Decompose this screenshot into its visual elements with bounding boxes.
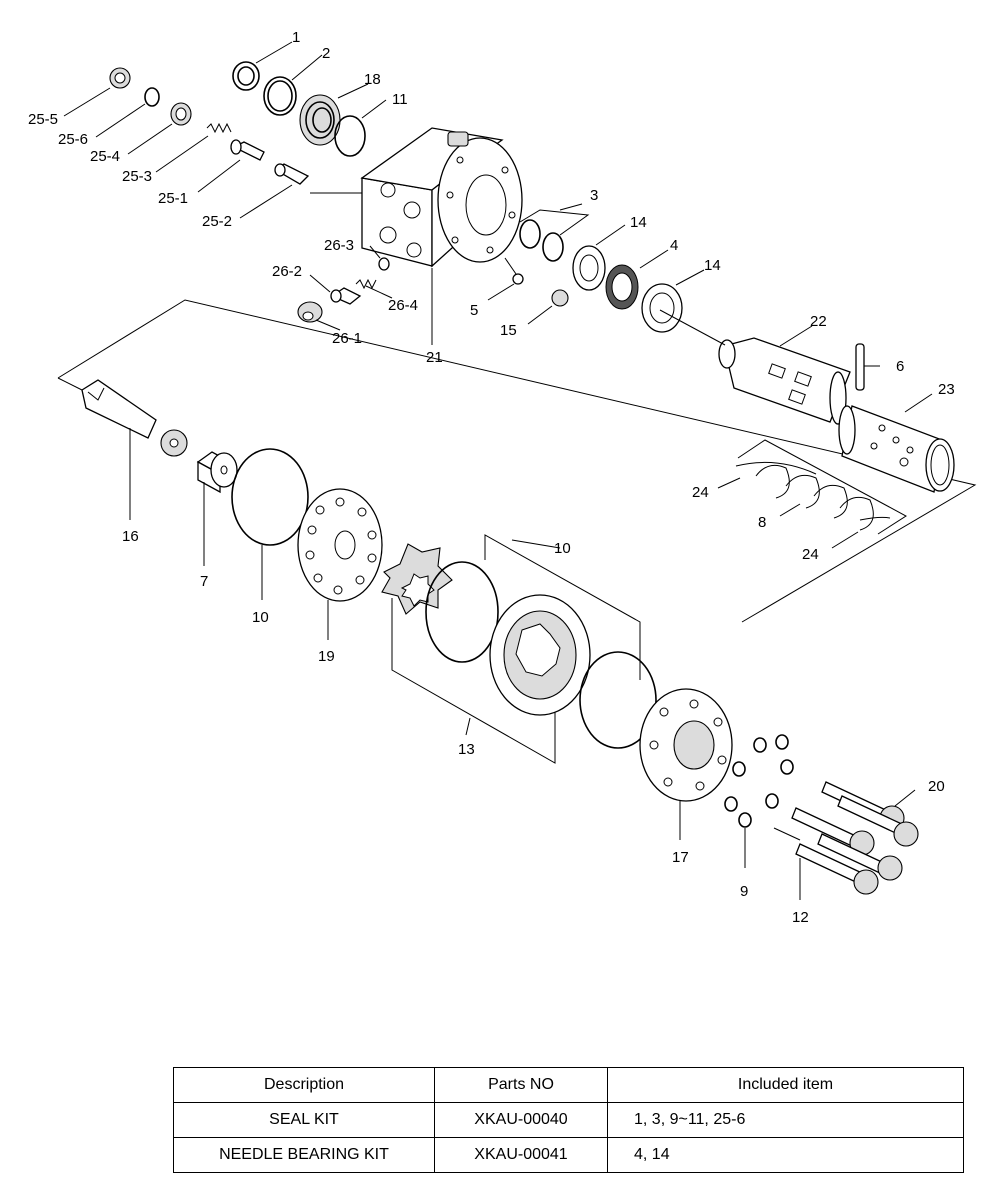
part-26-4-spring <box>355 278 377 290</box>
part-26-3-pin <box>378 257 390 271</box>
callout-26-1: 26-1 <box>332 330 362 347</box>
part-20-bolts <box>791 781 919 895</box>
part-15-plug <box>551 289 569 307</box>
callout-5: 5 <box>470 302 478 319</box>
part-22-spool <box>659 309 851 425</box>
part-8-24-centering-springs <box>735 439 907 535</box>
part-23-sleeve <box>838 405 955 493</box>
part-1-ring <box>232 61 260 91</box>
callout-25-3: 25-3 <box>122 168 152 185</box>
cell-included-item: 4, 14 <box>607 1137 964 1173</box>
part-11-oring <box>334 115 366 157</box>
callout-25-2: 25-2 <box>202 213 232 230</box>
part-14-washer-a <box>572 245 606 291</box>
table-row: NEEDLE BEARING KIT XKAU-00041 4, 14 <box>173 1137 964 1173</box>
part-13-gerotor-set <box>381 534 641 764</box>
cell-parts-no: XKAU-00041 <box>434 1137 608 1173</box>
table-header-row: Description Parts NO Included item <box>173 1067 964 1103</box>
callout-22: 22 <box>810 313 827 330</box>
callout-1: 1 <box>292 29 300 46</box>
callout-10-a: 10 <box>252 609 269 626</box>
part-25-1-poppet <box>230 139 265 161</box>
part-21-housing <box>360 127 523 345</box>
callout-6: 6 <box>896 358 904 375</box>
callout-16: 16 <box>122 528 139 545</box>
part-9-washers <box>724 734 794 868</box>
cell-description: SEAL KIT <box>173 1102 435 1138</box>
callout-25-6: 25-6 <box>58 131 88 148</box>
part-17-end-cap <box>639 688 733 840</box>
callout-26-2: 26-2 <box>272 263 302 280</box>
cell-included-item: 1, 3, 9~11, 25-6 <box>607 1102 964 1138</box>
callout-12: 12 <box>792 909 809 926</box>
part-25-4-nut <box>170 102 192 126</box>
header-included-item: Included item <box>607 1067 964 1103</box>
cell-description: NEEDLE BEARING KIT <box>173 1137 435 1173</box>
callout-25-5: 25-5 <box>28 111 58 128</box>
callout-20: 20 <box>928 778 945 795</box>
callout-25-1: 25-1 <box>158 190 188 207</box>
part-18-seal <box>299 94 341 146</box>
callout-10-b: 10 <box>554 540 571 557</box>
part-12-pins <box>773 827 801 900</box>
callout-19: 19 <box>318 648 335 665</box>
part-19-plate <box>297 488 383 640</box>
cell-parts-no: XKAU-00040 <box>434 1102 608 1138</box>
callout-26-4: 26-4 <box>388 297 418 314</box>
part-6-pin <box>855 343 880 391</box>
exploded-parts-diagram: 1 2 18 11 25-5 25-6 25-4 25-3 25-1 25-2 … <box>28 29 977 926</box>
part-10-oring-right <box>579 651 657 749</box>
callout-17: 17 <box>672 849 689 866</box>
header-description: Description <box>173 1067 435 1103</box>
part-25-3-spring <box>206 122 232 134</box>
callout-8: 8 <box>758 514 766 531</box>
callout-2: 2 <box>322 45 330 62</box>
header-parts-no: Parts NO <box>434 1067 608 1103</box>
part-7-spacer <box>196 451 238 566</box>
callout-9: 9 <box>740 883 748 900</box>
callout-14-a: 14 <box>630 214 647 231</box>
table-row: SEAL KIT XKAU-00040 1, 3, 9~11, 25-6 <box>173 1102 964 1138</box>
part-5-ball <box>504 257 524 285</box>
callout-14-b: 14 <box>704 257 721 274</box>
part-26-1-plug <box>297 301 323 323</box>
callout-3: 3 <box>590 187 598 204</box>
callout-7: 7 <box>200 573 208 590</box>
callout-4: 4 <box>670 237 678 254</box>
parts-kit-table: Description Parts NO Included item SEAL … <box>173 1067 964 1173</box>
callout-labels: 1 2 18 11 25-5 25-6 25-4 25-3 25-1 25-2 … <box>28 29 955 926</box>
part-3-rings <box>519 209 590 262</box>
part-14-washer-b <box>641 283 683 333</box>
part-2-ring <box>263 76 297 116</box>
part-26-2-screw <box>330 287 362 305</box>
callout-18: 18 <box>364 71 381 88</box>
callout-25-4: 25-4 <box>90 148 120 165</box>
callout-26-3: 26-3 <box>324 237 354 254</box>
callout-15: 15 <box>500 322 517 339</box>
part-25-2-seat <box>274 163 310 185</box>
part-25-6-oring <box>144 87 160 107</box>
part-10-oring-left <box>231 448 309 600</box>
callout-13: 13 <box>458 741 475 758</box>
callout-24-a: 24 <box>692 484 709 501</box>
callout-11: 11 <box>392 91 408 108</box>
callout-24-b: 24 <box>802 546 819 563</box>
callout-23: 23 <box>938 381 955 398</box>
assembly-guide-lines <box>57 192 977 623</box>
leader-lines <box>63 41 933 736</box>
callout-21: 21 <box>426 349 443 366</box>
part-25-5-plug <box>109 67 131 89</box>
part-4-needle-bearing <box>605 264 639 310</box>
part-16-drive-shaft <box>81 379 188 520</box>
